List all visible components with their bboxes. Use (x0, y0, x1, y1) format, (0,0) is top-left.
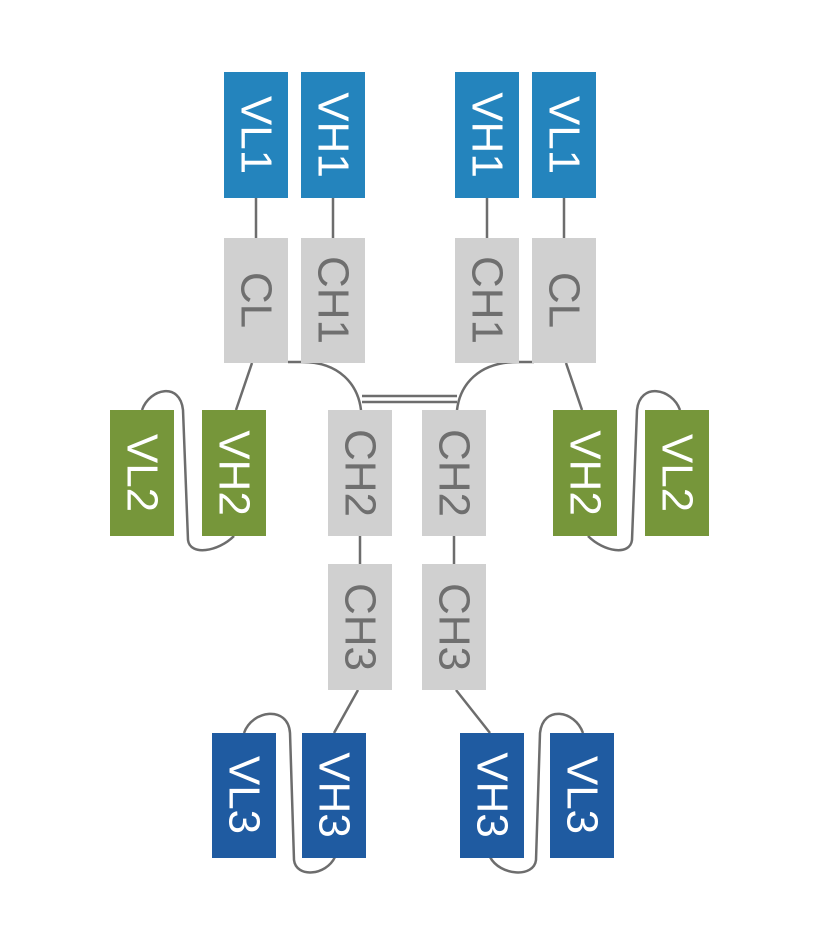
domain-label: VL3 (558, 756, 607, 834)
link-ch1-ch2-left (301, 360, 363, 411)
domain-label: CL (232, 272, 281, 328)
domain-vh2-left: VH2 (202, 410, 266, 536)
domain-label: VH3 (468, 752, 517, 838)
domain-box (460, 733, 524, 858)
domain-ch3-right: CH3 (422, 564, 486, 690)
domain-box (110, 410, 174, 536)
domain-vl3-bottom-left: VL3 (212, 733, 276, 858)
domain-vh1-top-right: VH1 (455, 72, 519, 198)
domain-box (532, 72, 596, 198)
link-ch3-vh3-right (455, 689, 491, 734)
domain-ch3-left: CH3 (328, 564, 392, 690)
domain-box (302, 733, 366, 858)
domain-box (422, 564, 486, 690)
domain-vl3-bottom-right: VL3 (550, 733, 614, 858)
domain-ch1-left: CH1 (301, 238, 365, 363)
domain-label: VH3 (310, 752, 359, 838)
domain-cl-right: CL (532, 238, 596, 363)
domain-label: VH1 (463, 92, 512, 178)
domain-label: CH3 (336, 583, 385, 671)
domain-vl1-top-right: VL1 (532, 72, 596, 198)
domain-box (212, 733, 276, 858)
domain-label: CH2 (430, 429, 479, 517)
domain-box (550, 733, 614, 858)
linker-vl2-vh2-left (140, 390, 235, 552)
domain-box (645, 410, 709, 536)
domain-label: VH2 (561, 430, 610, 516)
domain-label: VL2 (653, 434, 702, 512)
domain-vl1-top-left: VL1 (224, 72, 288, 198)
domain-box (455, 238, 519, 363)
domain-ch1-right: CH1 (455, 238, 519, 363)
domain-box (422, 410, 486, 536)
domain-label: CH1 (309, 256, 358, 344)
domain-box (553, 410, 617, 536)
domain-vh1-top-left: VH1 (301, 72, 365, 198)
domain-label: VL1 (232, 96, 281, 174)
domain-cl-left: CL (224, 238, 288, 363)
domain-vh3-bottom-left: VH3 (302, 733, 366, 858)
domain-label: CH3 (430, 583, 479, 671)
domain-label: VL1 (540, 96, 589, 174)
link-cl-vh2-left (234, 362, 254, 411)
domain-label: CH2 (336, 429, 385, 517)
connector-lines (140, 198, 682, 874)
domain-label: VL3 (220, 756, 269, 834)
linker-vl3-vh3-left (242, 712, 337, 874)
domain-vl2-right: VL2 (645, 410, 709, 536)
linker-vl2-vh2-right (587, 390, 682, 552)
domain-box (328, 564, 392, 690)
link-ch1-ch2-right (455, 360, 519, 411)
domain-box (224, 72, 288, 198)
domain-ch2-right: CH2 (422, 410, 486, 536)
domain-label: CL (540, 272, 589, 328)
domain-label: CH1 (463, 256, 512, 344)
domain-box (224, 238, 288, 363)
domain-label: VH1 (309, 92, 358, 178)
domain-ch2-left: CH2 (328, 410, 392, 536)
domain-vh3-bottom-right: VH3 (460, 733, 524, 858)
domain-box (301, 238, 365, 363)
domain-box (301, 72, 365, 198)
link-cl-vh2-right (564, 362, 584, 411)
domain-vh2-right: VH2 (553, 410, 617, 536)
domain-box (455, 72, 519, 198)
domain-label: VL2 (118, 434, 167, 512)
domain-box (202, 410, 266, 536)
domain-vl2-left: VL2 (110, 410, 174, 536)
domain-label: VH2 (210, 430, 259, 516)
domain-box (532, 238, 596, 363)
linker-vl3-vh3-right (488, 712, 585, 874)
link-ch3-vh3-left (332, 689, 360, 734)
domain-box (328, 410, 392, 536)
